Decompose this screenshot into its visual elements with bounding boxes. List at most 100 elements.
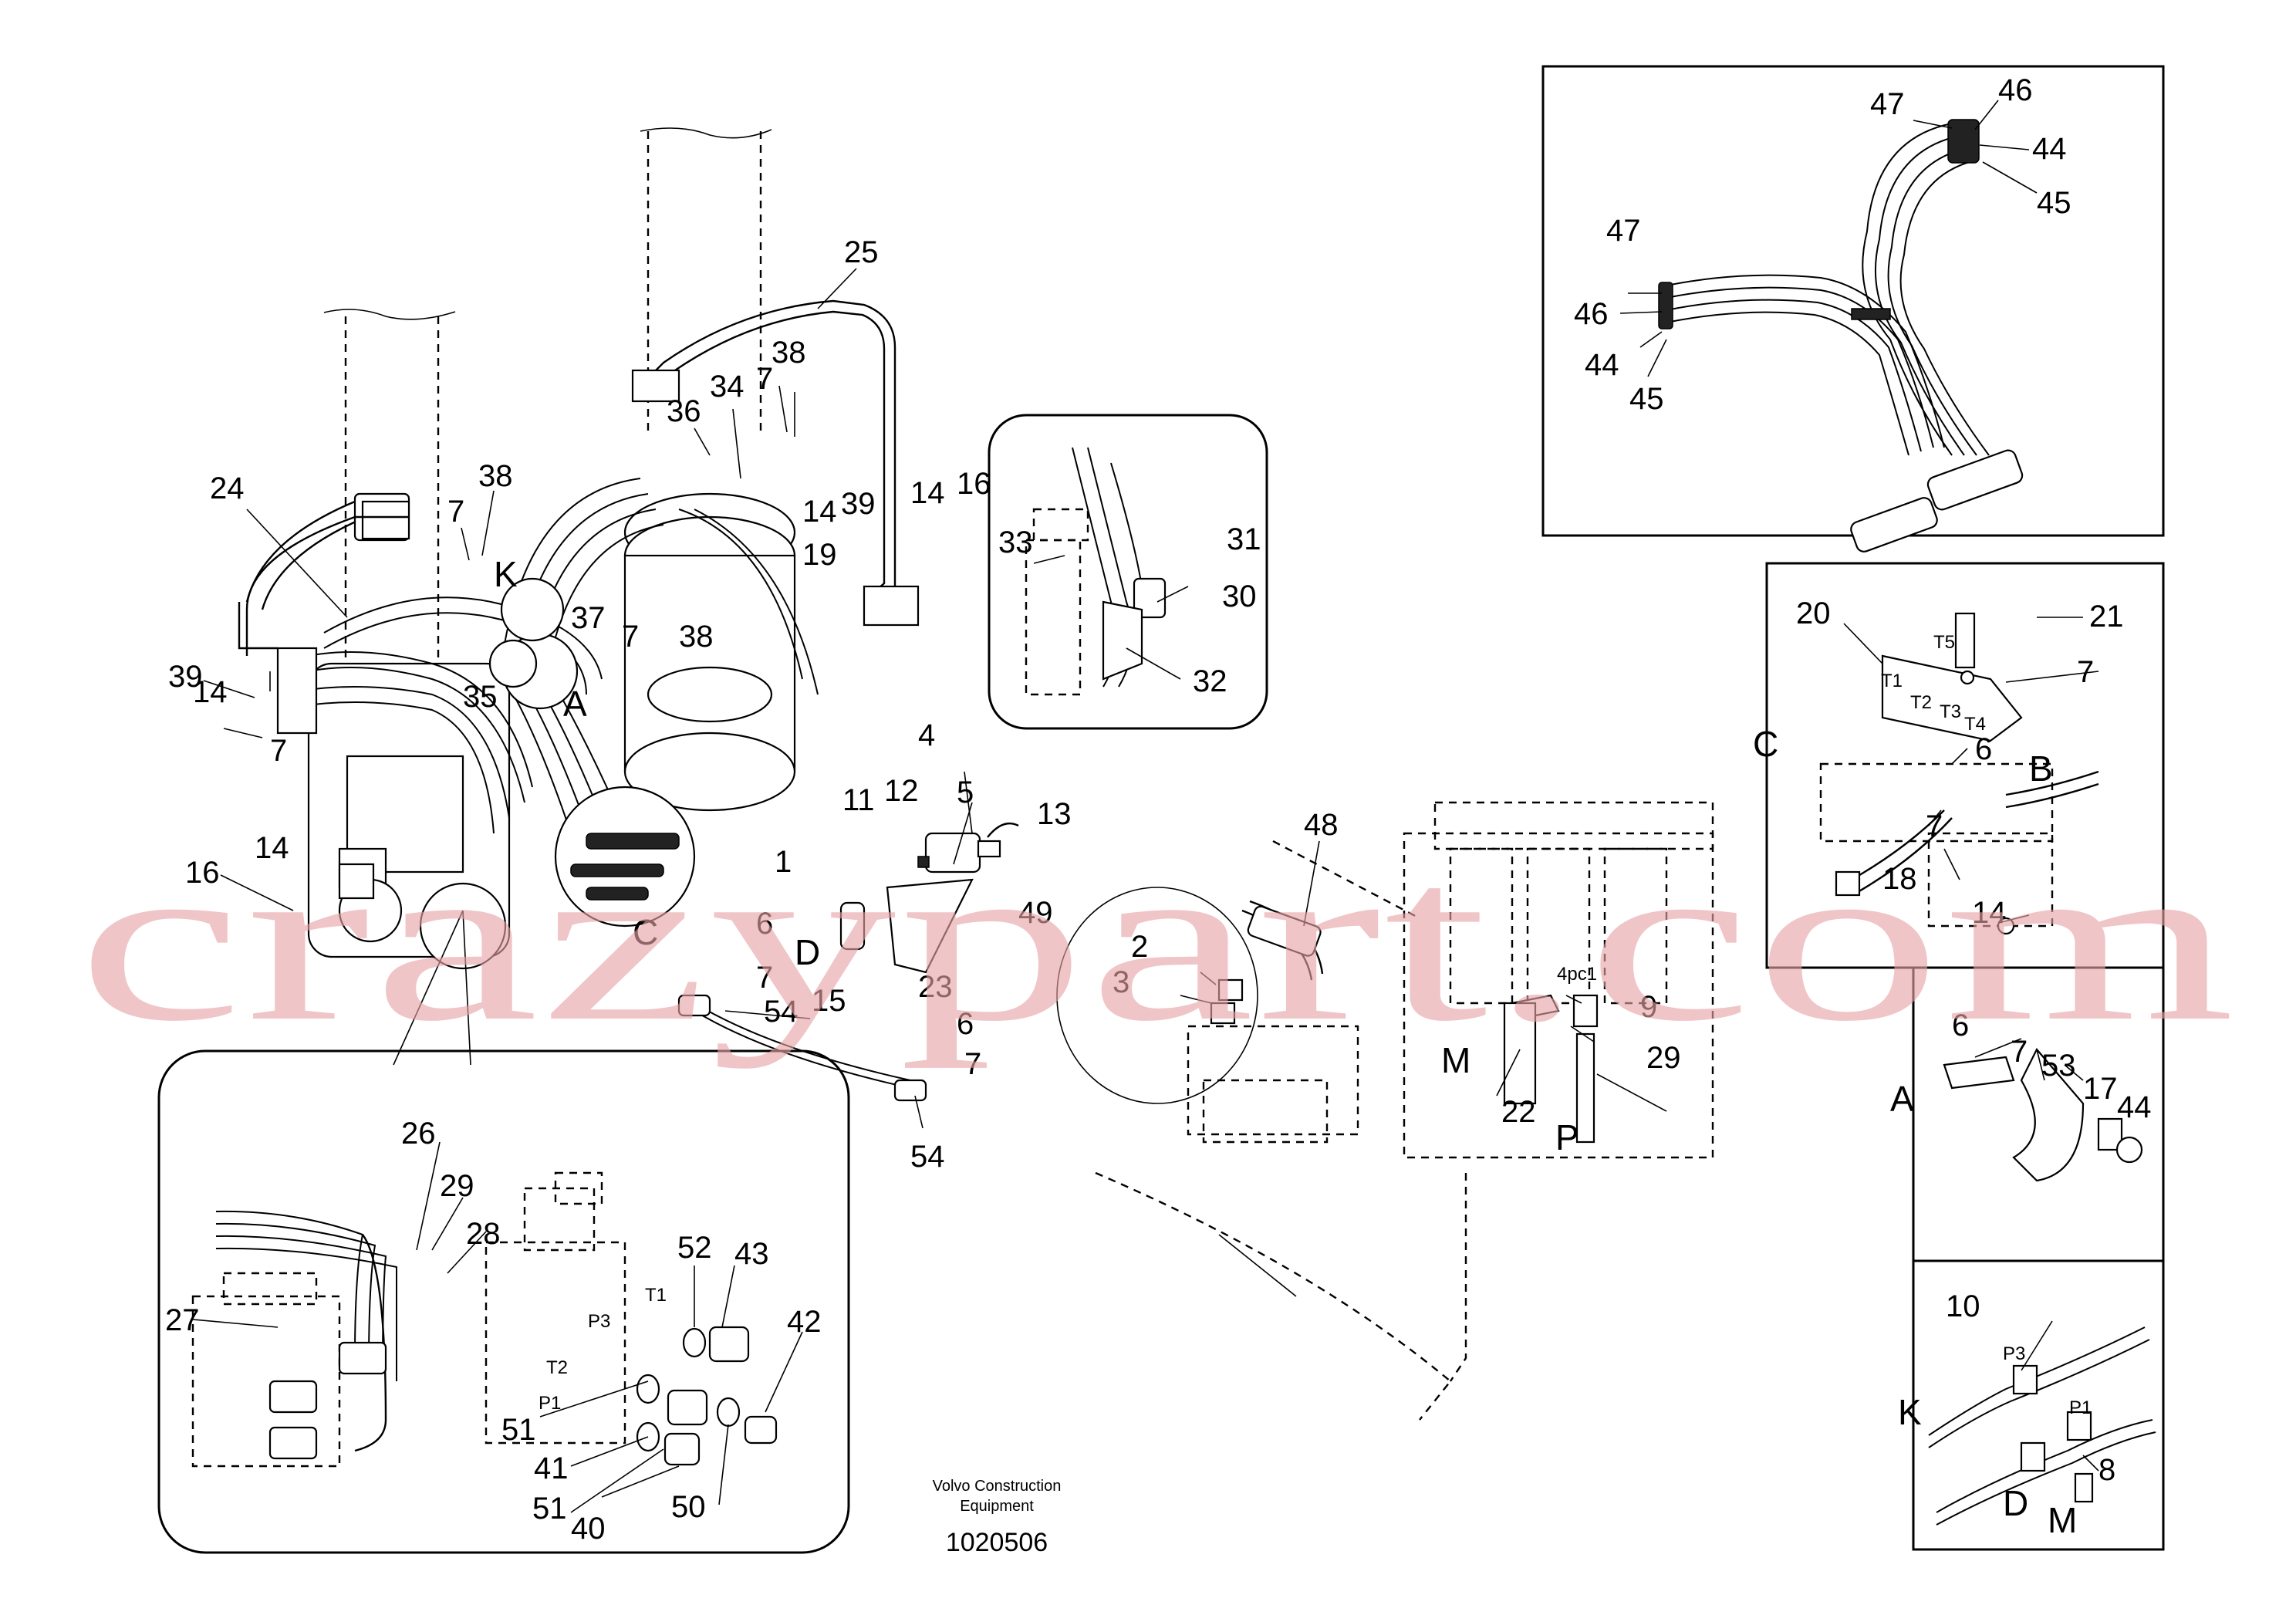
callout-11: 11: [842, 783, 875, 817]
callout-39: 39: [168, 660, 203, 694]
credit-line-1: Volvo Construction: [933, 1478, 1062, 1495]
leader-lines: [192, 100, 2099, 1513]
detail-a-assembly: [1943, 1048, 2143, 1182]
callout-41: 41: [534, 1451, 569, 1485]
callout-29: 29: [440, 1169, 474, 1203]
detail-c-assembly: [1819, 612, 2099, 935]
callout-38: 38: [772, 336, 806, 370]
callout-7: 7: [447, 495, 464, 529]
callout-49: 49: [1018, 896, 1053, 930]
callout-7: 7: [2011, 1035, 2028, 1069]
callout-52: 52: [677, 1231, 712, 1265]
callout-23: 23: [918, 970, 953, 1004]
callout-51: 51: [501, 1413, 536, 1447]
view-label-k-detail: K: [1898, 1392, 1922, 1432]
callout-44: 44: [2032, 132, 2067, 166]
port-t1: T1: [1881, 671, 1903, 691]
callout-51: 51: [532, 1492, 567, 1526]
callout-44: 44: [1585, 348, 1619, 382]
document-number: 1020506: [946, 1528, 1048, 1557]
callout-34: 34: [710, 370, 745, 404]
callout-45: 45: [1629, 382, 1664, 416]
callout-20: 20: [1796, 596, 1831, 630]
callout-10: 10: [1946, 1289, 1980, 1323]
callout-6: 6: [957, 1007, 974, 1041]
view-label-d-detail: D: [2003, 1483, 2028, 1523]
callout-44: 44: [2117, 1090, 2152, 1124]
port-labels: T5 T1 T2 T3 T4 P3 P1 T1 T2 P3 P1 4pc1: [539, 632, 2092, 1418]
callout-7: 7: [1926, 809, 1943, 843]
detail-clamp-assembly: [1025, 447, 1167, 696]
callout-24: 24: [210, 471, 245, 505]
callout-2: 2: [1131, 930, 1148, 964]
view-label-a-detail: A: [1890, 1079, 1914, 1119]
view-label-d: D: [795, 932, 820, 972]
callout-25: 25: [844, 235, 879, 269]
callout-6: 6: [1975, 732, 1992, 766]
callout-54: 54: [764, 995, 799, 1029]
callout-5: 5: [957, 776, 974, 809]
callout-22: 22: [1501, 1095, 1536, 1129]
detail-port-t2: T2: [546, 1357, 568, 1378]
callout-27: 27: [165, 1303, 200, 1337]
callout-7: 7: [2077, 655, 2094, 689]
detail-valve-assembly: [191, 1171, 778, 1468]
callout-19: 19: [802, 538, 837, 572]
view-label-k: K: [494, 554, 518, 594]
callout-16: 16: [185, 856, 220, 890]
view-label-p: P: [1555, 1117, 1579, 1157]
detail-k-assembly: [1928, 1326, 2156, 1526]
callout-45: 45: [2037, 186, 2071, 220]
callout-6: 6: [756, 907, 773, 941]
port-p1: P1: [2069, 1397, 2092, 1418]
callout-15: 15: [812, 984, 846, 1018]
callout-7: 7: [756, 961, 773, 995]
callout-53: 53: [2041, 1049, 2076, 1083]
callout-14: 14: [193, 675, 228, 709]
callout-26: 26: [401, 1117, 436, 1151]
callout-31: 31: [1227, 522, 1261, 556]
view-label-c: C: [633, 912, 658, 952]
callout-4: 4: [918, 718, 935, 752]
callout-28: 28: [466, 1217, 501, 1251]
callout-8: 8: [2098, 1453, 2115, 1487]
callout-40: 40: [571, 1512, 606, 1546]
callout-48: 48: [1304, 808, 1339, 842]
callout-47: 47: [1606, 214, 1641, 248]
detail-panel-bottom: [157, 1049, 850, 1554]
callout-38: 38: [679, 620, 714, 654]
callout-7: 7: [622, 620, 639, 654]
callout-29: 29: [1646, 1041, 1681, 1075]
detail-port-t1: T1: [645, 1285, 667, 1306]
port-p3: P3: [2003, 1343, 2025, 1364]
callout-16: 16: [957, 467, 991, 501]
callout-50: 50: [671, 1490, 706, 1524]
callout-43: 43: [734, 1237, 769, 1271]
watermark: crazypart.com: [77, 813, 2237, 1070]
callout-32: 32: [1193, 664, 1227, 698]
view-label-c-detail: C: [1753, 724, 1778, 764]
credit-block: Volvo Construction Equipment 1020506: [933, 1478, 1062, 1557]
callout-42: 42: [787, 1305, 822, 1339]
detail-port-p3: P3: [588, 1311, 610, 1332]
callout-6: 6: [1952, 1009, 1969, 1042]
callout-37: 37: [571, 601, 606, 635]
callout-labels: 25 24 38 7 38 7 36 34 14 39 19 14 16 37 …: [165, 73, 2152, 1546]
callout-9: 9: [1640, 990, 1657, 1024]
port-t4: T4: [1964, 714, 1986, 735]
callout-3: 3: [1113, 965, 1129, 999]
callout-35: 35: [463, 680, 498, 714]
callout-46: 46: [1998, 73, 2033, 107]
detail-hose-assembly: [1658, 119, 2024, 552]
detail-panel-top: [988, 414, 1268, 730]
callout-18: 18: [1882, 862, 1917, 896]
callout-14: 14: [255, 831, 289, 865]
callout-21: 21: [2089, 600, 2124, 634]
callout-14: 14: [1972, 896, 2007, 930]
view-label-a: A: [563, 684, 587, 724]
callout-12: 12: [884, 774, 919, 808]
callout-14: 14: [910, 476, 945, 510]
callout-39: 39: [841, 487, 876, 521]
main-assembly: [238, 127, 1714, 1421]
callout-36: 36: [667, 394, 701, 428]
